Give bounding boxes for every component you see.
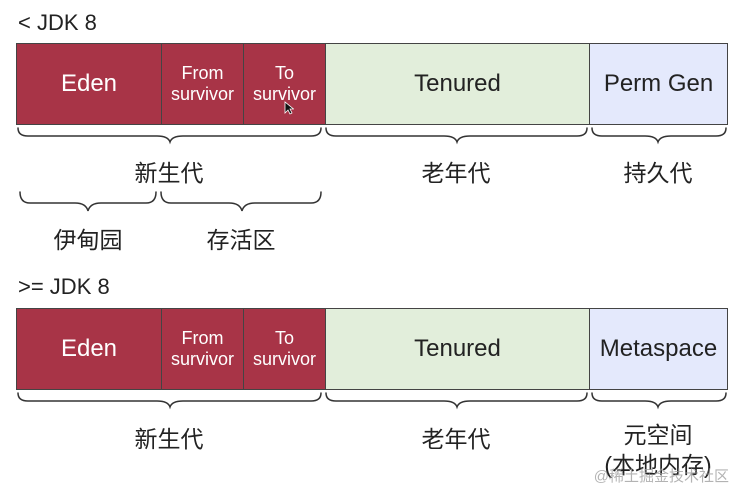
section-title-pre-jdk8: < JDK 8	[18, 10, 97, 35]
to-survivor-label-line1: To	[274, 328, 294, 348]
heap-bar-pre-jdk8: Eden From survivor To survivor Tenured P…	[16, 43, 728, 125]
brace-old-jdk8	[325, 392, 588, 410]
label-eden: 伊甸园	[53, 227, 123, 253]
tenured-label: Tenured	[414, 335, 501, 362]
perm-gen-cell: Perm Gen	[590, 44, 727, 124]
label-metaspace-line2: (本地内存)	[604, 452, 712, 478]
to-survivor-cell: To survivor	[244, 309, 326, 389]
label-survivor: 存活区	[206, 227, 276, 253]
eden-cell: Eden	[17, 44, 162, 124]
label-metaspace-line1: 元空间	[623, 422, 693, 448]
heap-bar-jdk8: Eden From survivor To survivor Tenured M…	[16, 308, 728, 390]
eden-cell: Eden	[17, 309, 162, 389]
to-survivor-label-line2: survivor	[252, 349, 316, 369]
label-old-gen: 老年代	[421, 426, 491, 452]
label-metaspace: 元空间 (本地内存)	[604, 420, 711, 480]
brace-young-jdk8	[17, 392, 322, 410]
from-survivor-label-line1: From	[181, 63, 224, 83]
from-survivor-label-line1: From	[181, 328, 224, 348]
brace-eden-pre-jdk8	[19, 191, 157, 212]
brace-perm-pre-jdk8	[591, 127, 727, 145]
tenured-label: Tenured	[414, 70, 501, 97]
eden-label: Eden	[60, 335, 118, 362]
watermark-text: @稀土掘金技术社区	[593, 468, 729, 485]
brace-meta-jdk8	[591, 392, 727, 410]
brace-old-pre-jdk8	[325, 127, 588, 145]
section-title-jdk8: >= JDK 8	[18, 274, 110, 299]
from-survivor-cell: From survivor	[162, 44, 244, 124]
label-young-gen: 新生代	[134, 426, 204, 452]
mouse-cursor-icon	[284, 101, 294, 115]
metaspace-cell: Metaspace	[590, 309, 727, 389]
from-survivor-label-line2: survivor	[170, 84, 234, 104]
label-perm-gen: 持久代	[623, 160, 693, 186]
to-survivor-label-line1: To	[274, 63, 294, 83]
perm-gen-label: Perm Gen	[603, 70, 714, 97]
to-survivor-label-line2: survivor	[252, 84, 316, 104]
from-survivor-cell: From survivor	[162, 309, 244, 389]
tenured-cell: Tenured	[326, 44, 590, 124]
metaspace-label: Metaspace	[599, 335, 718, 362]
label-young-gen: 新生代	[134, 160, 204, 186]
eden-label: Eden	[60, 70, 118, 97]
label-old-gen: 老年代	[421, 160, 491, 186]
brace-young-pre-jdk8	[17, 127, 322, 145]
from-survivor-label-line2: survivor	[170, 349, 234, 369]
brace-survivor-pre-jdk8	[160, 191, 322, 212]
tenured-cell: Tenured	[326, 309, 590, 389]
